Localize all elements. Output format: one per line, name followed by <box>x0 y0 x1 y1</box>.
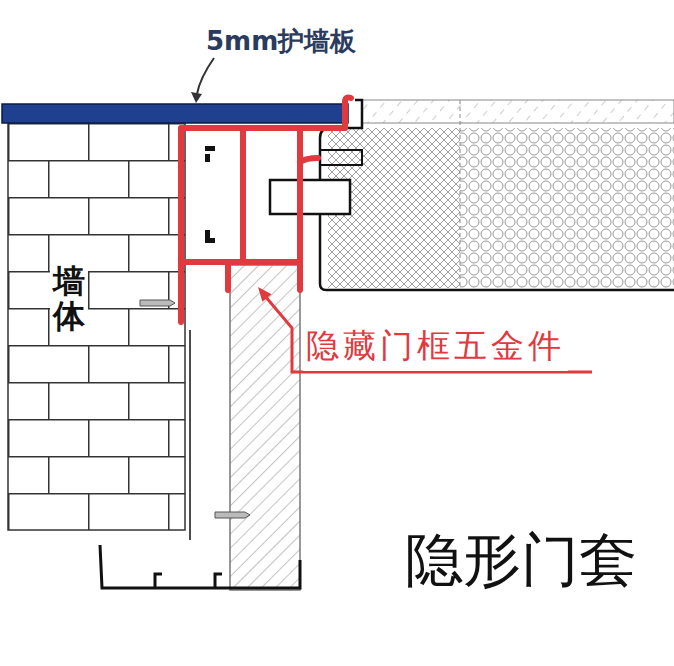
wall-label: 墙体 <box>50 262 88 336</box>
frame-barbs <box>205 146 215 243</box>
wood-strip <box>230 265 300 590</box>
screws <box>140 300 250 518</box>
diagram-title: 隐形门套 <box>405 522 637 600</box>
panel-leader <box>191 58 214 103</box>
hinge-block <box>270 180 350 214</box>
panel-label: 5mm护墙板 <box>206 24 356 59</box>
wall-panel <box>2 104 348 123</box>
hardware-leader <box>258 287 592 372</box>
brick-wall <box>8 123 185 530</box>
hardware-label: 隐藏门框五金件 <box>303 322 568 371</box>
bottom-trim-profile <box>100 330 300 588</box>
hidden-frame-hardware <box>181 98 351 323</box>
door-leaf <box>320 100 674 290</box>
